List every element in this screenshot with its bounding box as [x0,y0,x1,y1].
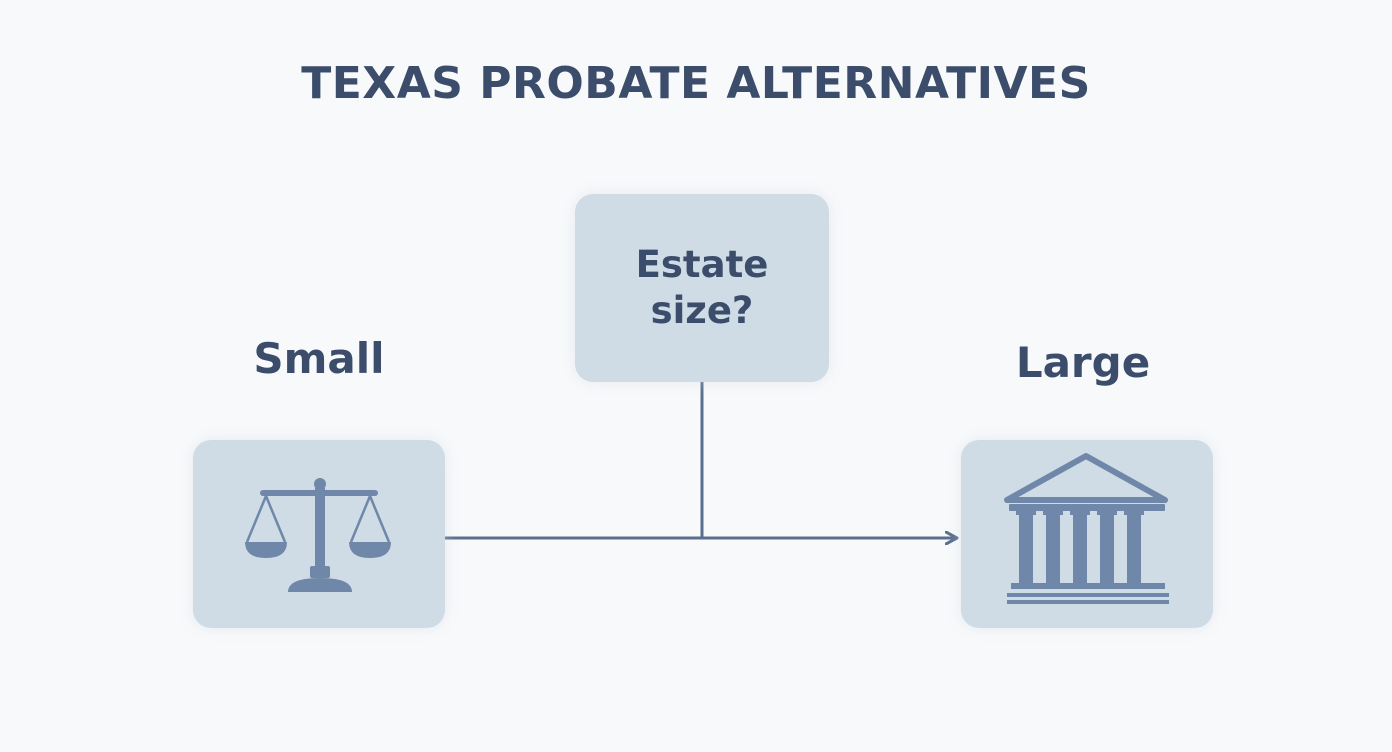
decision-node: Estate size? [575,194,829,382]
small-estate-node [193,440,445,628]
courthouse-icon [1004,453,1169,604]
scales-of-justice-icon [245,478,391,592]
large-estate-node [961,440,1213,628]
decision-question: Estate size? [635,243,769,332]
branch-label-large: Large [1015,338,1151,387]
branch-label-small: Small [253,334,385,383]
page-title: TEXAS PROBATE ALTERNATIVES [301,58,1091,109]
